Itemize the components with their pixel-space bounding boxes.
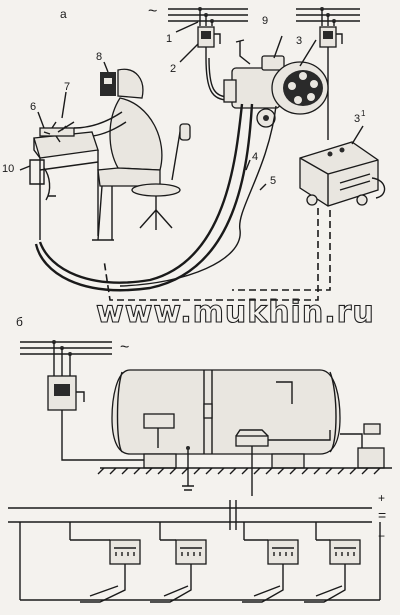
label-9: 9 <box>262 15 268 27</box>
tank-vessel <box>111 369 341 455</box>
dashed-cable-1 <box>103 208 319 301</box>
label-4: 4 <box>252 151 258 163</box>
label-3: 3 <box>296 35 302 47</box>
section-label-a: а <box>60 7 67 21</box>
work-table <box>29 127 99 240</box>
welding-post-4 <box>304 522 361 603</box>
ac-symbol-top: ~ <box>148 3 157 20</box>
dashed-cable-2 <box>232 210 331 291</box>
welding-post-3 <box>242 522 299 603</box>
welding-cable-5 <box>119 105 277 287</box>
dc-equal: = <box>378 507 386 523</box>
welding-post-1 <box>69 522 141 603</box>
label-1: 1 <box>166 33 172 45</box>
ground-line <box>97 446 392 491</box>
welding-transformer <box>299 141 386 207</box>
label-2: 2 <box>170 63 176 75</box>
circuit-breaker-2 <box>197 26 221 58</box>
label-10: 10 <box>2 163 14 175</box>
label-8: 8 <box>96 51 102 63</box>
dc-minus: − <box>378 529 385 543</box>
welding-arc <box>43 121 75 143</box>
label-3-prime: 3 <box>354 113 360 125</box>
welding-generator <box>223 39 329 128</box>
dc-bus <box>8 500 381 600</box>
label-6: 6 <box>30 101 36 113</box>
ac-symbol-bottom: ~ <box>120 339 129 356</box>
section-label-b: б <box>16 315 23 329</box>
power-line-left <box>168 7 248 26</box>
welder-figure <box>73 68 163 241</box>
label-3-prime-sup: 1 <box>361 109 366 118</box>
dc-plus: + <box>378 491 385 505</box>
watermark-text: www.mukhin.ru <box>96 295 375 330</box>
power-line-right <box>296 7 360 140</box>
welding-cable-4b <box>34 103 254 292</box>
welding-cable-4 <box>38 103 244 284</box>
welder-stool <box>131 123 191 230</box>
welding-post-2 <box>150 522 207 603</box>
power-line-bottom <box>20 340 150 461</box>
tank-supports <box>143 423 385 496</box>
label-5: 5 <box>270 175 276 187</box>
label-7: 7 <box>64 81 70 93</box>
